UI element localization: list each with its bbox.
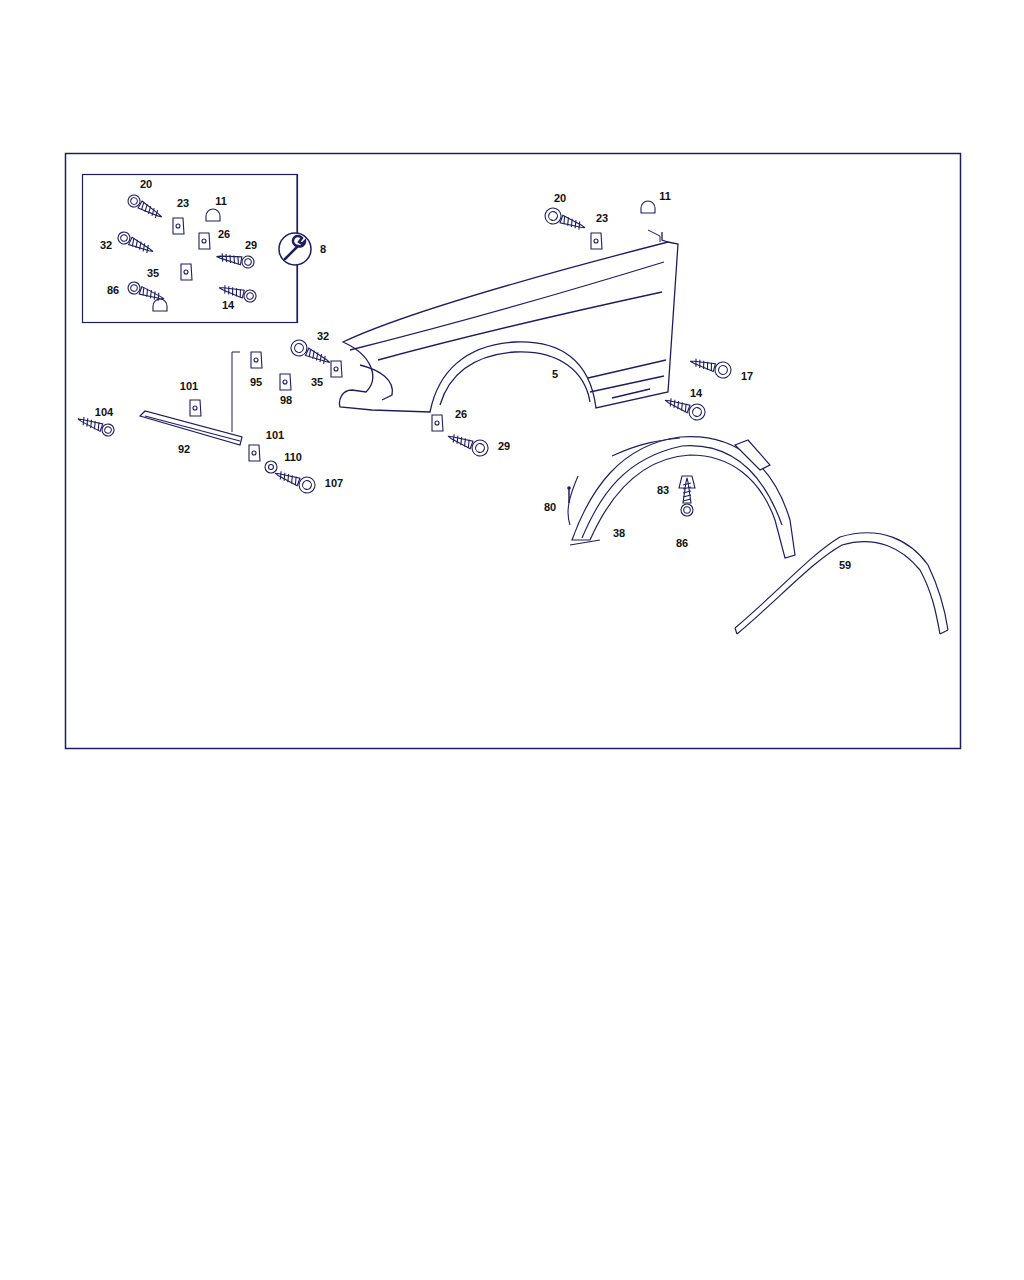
clip [331,361,342,377]
callout-number: 11 [658,190,672,203]
callout-number: 35 [310,376,324,389]
clip [280,374,291,390]
callout-number: 86 [106,284,120,297]
screw [126,193,165,222]
callout-number: 29 [244,239,258,252]
callout-number: 11 [214,195,228,208]
screw [288,337,333,369]
callout-number: 59 [838,559,852,572]
callout-number: 5 [551,368,559,381]
callout-number: 83 [656,484,670,497]
callout-number: 80 [543,501,557,514]
screw [116,230,156,257]
callout-number: 32 [316,330,330,343]
clip [591,233,602,249]
callout-number: 92 [177,443,191,456]
fender [340,232,679,412]
callout-number: 32 [99,239,113,252]
trim-strip [735,533,948,634]
clip [249,445,260,461]
clip [432,415,443,431]
screw [688,353,733,379]
inset-box [83,175,298,323]
clip [181,264,192,280]
nut [153,299,167,311]
clip [173,218,184,234]
callout-number: 107 [324,477,344,490]
screw [126,280,166,304]
callout-number: 104 [94,406,114,419]
callout-number: 23 [176,197,190,210]
screw [681,478,693,516]
clip [251,352,262,368]
nut [641,201,655,213]
callout-number: 95 [249,376,263,389]
callout-number: 29 [497,440,511,453]
callout-number: 98 [279,394,293,407]
callout-number: 14 [221,299,235,312]
callout-number: 110 [283,451,303,464]
callout-number: 23 [595,212,609,225]
bracket [140,411,242,445]
screw [272,466,317,495]
callout-number: 8 [319,243,327,256]
callout-number: 35 [146,267,160,280]
frame [66,154,961,749]
callout-number: 17 [740,370,754,383]
callout-number: 14 [689,387,703,400]
clip [190,400,201,416]
wheel-liner [570,437,795,558]
nut [206,209,220,221]
wrench-symbol [279,233,311,265]
callout-number: 20 [139,178,153,191]
callout-number: 26 [454,408,468,421]
callout-number: 86 [675,537,689,550]
clip [199,233,210,249]
screw [445,429,490,458]
callout-number: 38 [612,527,626,540]
callout-number: 101 [265,429,285,442]
callout-number: 26 [217,228,231,241]
callout-number: 101 [179,380,199,393]
screw [543,206,588,235]
screw [215,251,255,269]
callout-number: 20 [553,192,567,205]
